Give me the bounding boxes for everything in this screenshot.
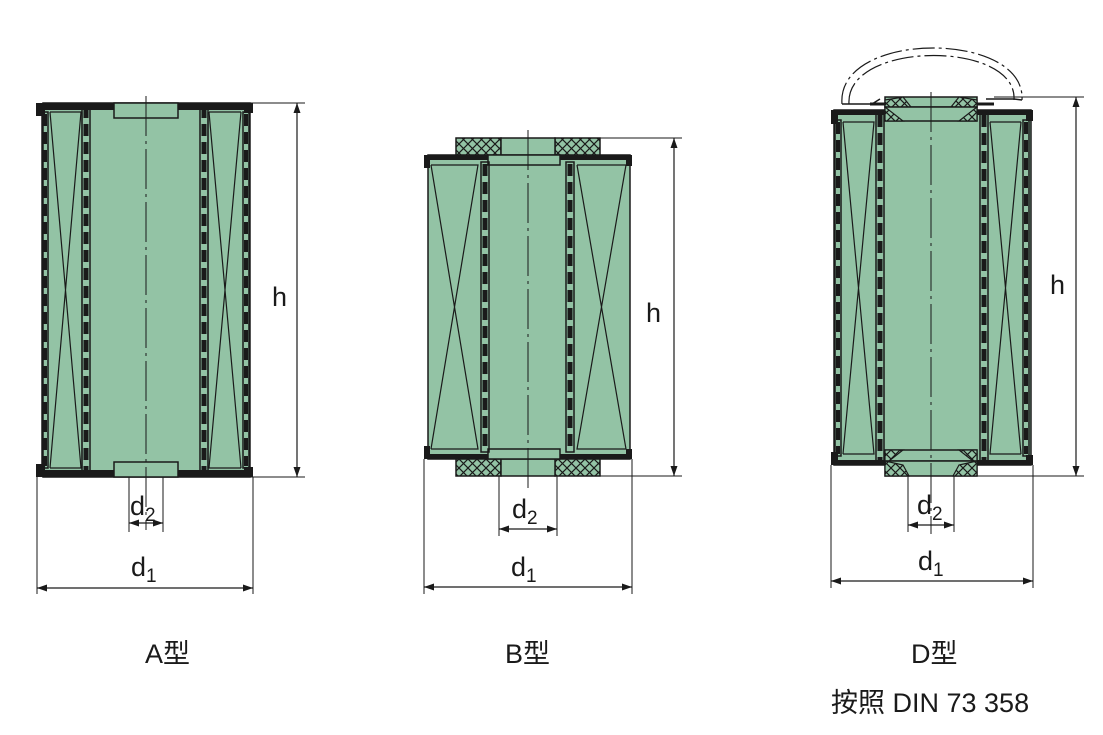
type-d-d1-letter: d: [918, 546, 933, 576]
type-d-dimensions: [830, 96, 1084, 588]
type-a-d2-label: d2: [130, 491, 156, 526]
type-d-caption: D型: [911, 639, 958, 669]
type-b-caption: B型: [505, 639, 550, 669]
type-d-d1-subscript: 1: [933, 560, 944, 581]
type-a-d2-subscript: 2: [145, 505, 156, 526]
type-a-element: [36, 96, 253, 530]
type-b-d1-letter: d: [511, 552, 526, 582]
type-d-d2-letter: d: [917, 490, 932, 520]
type-a-d2-letter: d: [130, 491, 145, 521]
type-d-d1-label: d1: [918, 546, 944, 581]
type-b-element: [424, 130, 632, 490]
type-d-element: [831, 47, 1033, 534]
type-a-caption: A型: [145, 639, 190, 669]
type-b-d1-label: d1: [511, 552, 537, 587]
type-d-height-label: h: [1050, 270, 1065, 300]
type-d-standard-note: 按照 DIN 73 358: [831, 688, 1029, 718]
type-b-d2-subscript: 2: [527, 508, 538, 529]
type-d-d2-subscript: 2: [932, 504, 943, 525]
type-a-d1-subscript: 1: [146, 566, 157, 587]
type-a-height-label: h: [272, 282, 287, 312]
type-b-height-label: h: [646, 298, 661, 328]
type-a-d1-letter: d: [131, 552, 146, 582]
type-b-dimensions: [423, 137, 682, 594]
type-b-d2-label: d2: [512, 494, 538, 529]
type-b-d2-letter: d: [512, 494, 527, 524]
type-a-d1-label: d1: [131, 552, 157, 587]
type-b-d1-subscript: 1: [526, 566, 537, 587]
type-d-d2-label: d2: [917, 490, 943, 525]
type-a-dimensions: [36, 102, 305, 594]
